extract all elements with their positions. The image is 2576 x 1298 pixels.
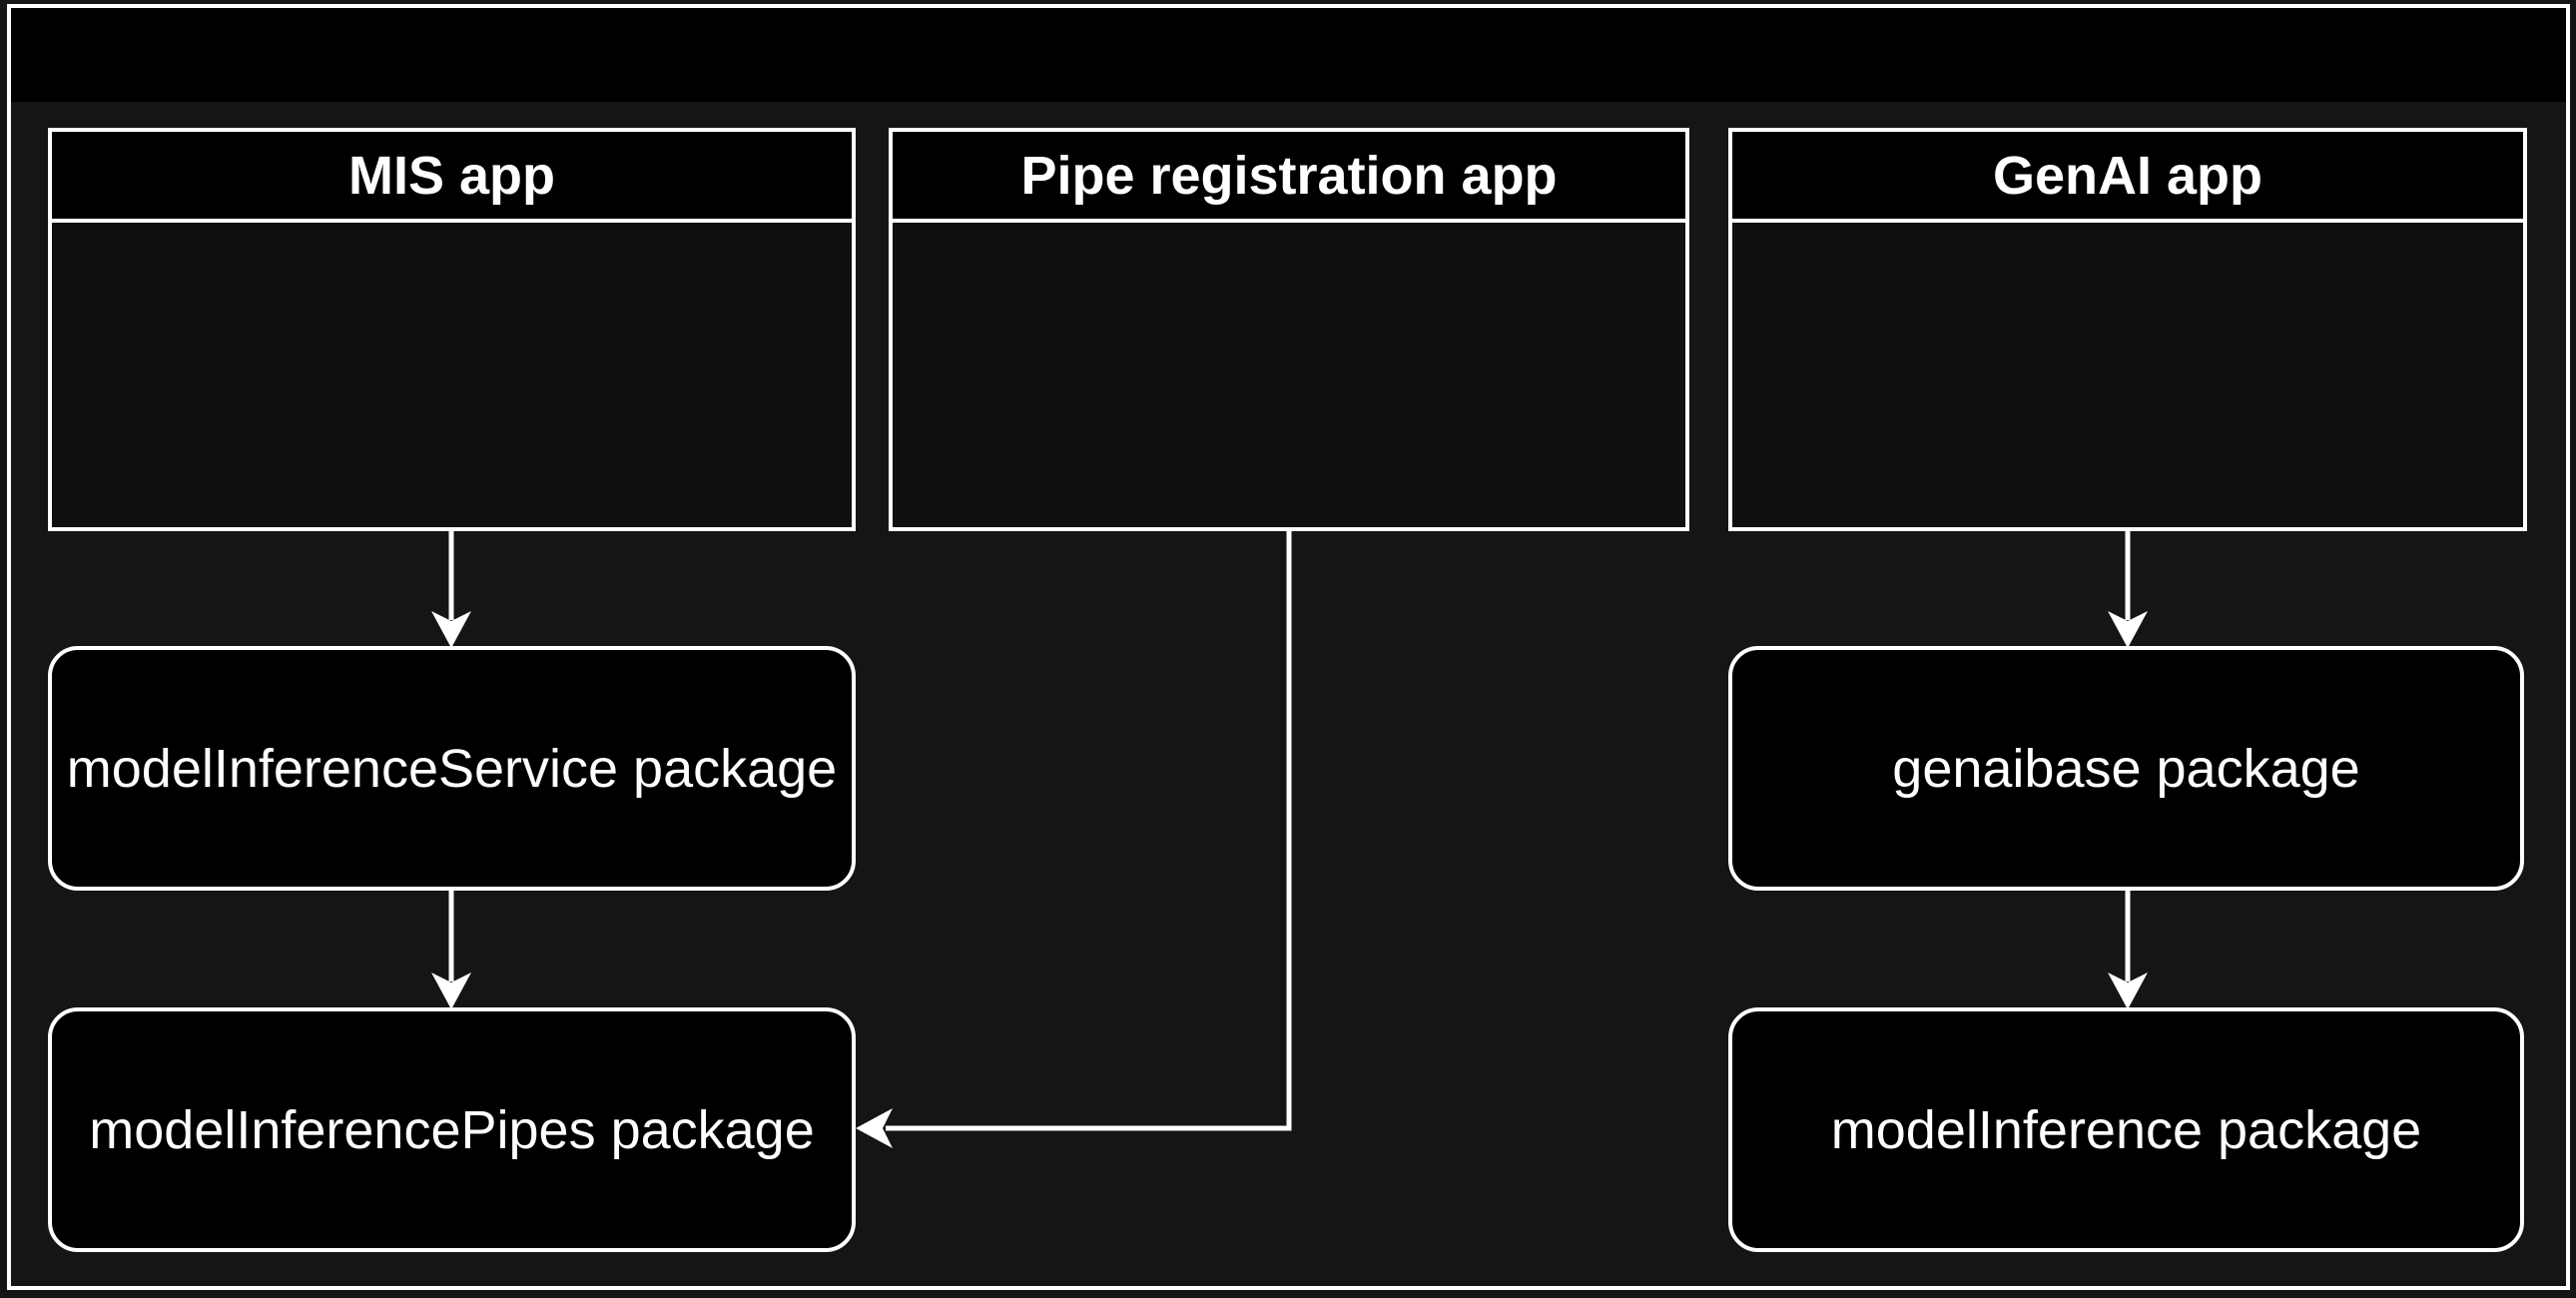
node-pipe-registration-app-title: Pipe registration app [893, 132, 1685, 223]
node-genai-app-body [1732, 223, 2523, 527]
node-modelinference-package: modelInference package [1728, 1007, 2524, 1252]
node-genai-app: GenAI app [1728, 128, 2527, 531]
node-modelinferenceservice-package: modelInferenceService package [48, 646, 856, 891]
node-mis-app-title: MIS app [52, 132, 852, 223]
frame-title-band [11, 8, 2566, 102]
node-mis-app-body [52, 223, 852, 527]
node-modelinference-package-label: modelInference package [1830, 1099, 2422, 1160]
node-genaibase-package: genaibase package [1728, 646, 2524, 891]
node-mis-app: MIS app [48, 128, 856, 531]
diagram-outer-frame [7, 4, 2570, 1290]
node-genaibase-package-label: genaibase package [1892, 738, 2360, 799]
node-modelinferencepipes-package-label: modelInferencePipes package [89, 1099, 815, 1160]
node-genai-app-title: GenAI app [1732, 132, 2523, 223]
node-pipe-registration-app-body [893, 223, 1685, 527]
node-modelinferencepipes-package: modelInferencePipes package [48, 1007, 856, 1252]
node-pipe-registration-app: Pipe registration app [889, 128, 1689, 531]
node-modelinferenceservice-package-label: modelInferenceService package [66, 738, 838, 799]
